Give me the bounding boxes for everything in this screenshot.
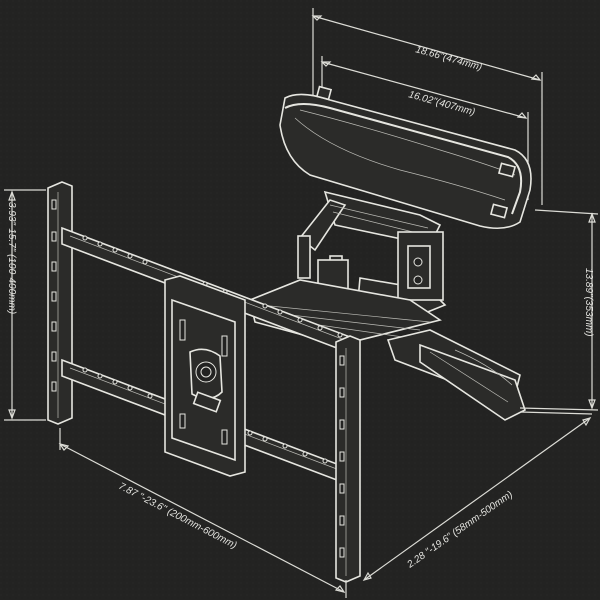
vertical-range-label: 3.93"-15.7" (100-400mm) <box>6 202 17 314</box>
height-dimension <box>519 209 599 411</box>
depth-range-dimension <box>362 411 593 581</box>
wall-plate <box>164 275 246 477</box>
vertical-range-dimension <box>4 189 46 421</box>
tv-bracket-plate <box>279 85 532 230</box>
right-rail <box>335 335 361 583</box>
horizontal-range-dimension <box>58 428 347 598</box>
left-rail <box>47 181 73 425</box>
height-label: 13.89"(353mm) <box>583 268 594 337</box>
